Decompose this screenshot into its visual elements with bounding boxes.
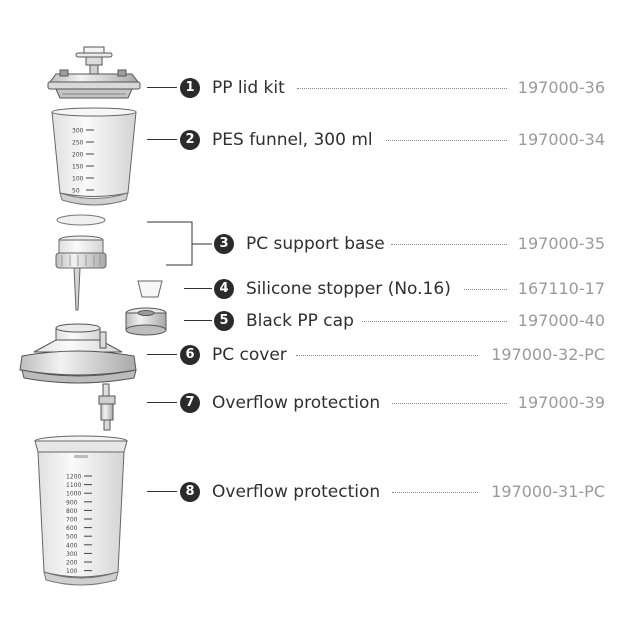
part-number-badge: 2 [180, 130, 200, 150]
part-number-badge: 4 [214, 279, 234, 299]
dotted-leader [362, 321, 507, 322]
dotted-leader [297, 88, 507, 89]
scale-label: 600 [66, 525, 78, 532]
scale-label: 150 [72, 164, 84, 171]
part-code: 167110-17 [517, 279, 605, 298]
dotted-leader [386, 140, 507, 141]
scale-label: 400 [66, 542, 78, 549]
part-number-badge: 3 [214, 234, 234, 254]
part-number-badge: 8 [180, 482, 200, 502]
leader-line [147, 402, 177, 403]
leader-line [147, 139, 177, 140]
silicone-stopper-drawing [137, 280, 163, 298]
scale-label: 1100 [66, 482, 81, 489]
pes-funnel-drawing: 300 250 200 150 100 50 [51, 107, 137, 206]
overflow-valve-drawing [98, 383, 116, 431]
scale-label: 1000 [66, 491, 81, 498]
pp-lid-kit-drawing [47, 46, 141, 99]
part-code: 197000-39 [517, 393, 605, 412]
part-code: 197000-40 [517, 311, 605, 330]
part-name: PC support base [246, 234, 385, 254]
part-row: 5 Black PP cap 197000-40 [0, 308, 621, 334]
support-base-bracket [147, 221, 212, 266]
scale-label: 250 [72, 140, 84, 147]
scale-label: 200 [66, 560, 78, 567]
dotted-leader [392, 492, 478, 493]
part-name: Silicone stopper (No.16) [246, 279, 451, 299]
scale-label: 100 [66, 568, 78, 575]
dotted-leader [464, 289, 507, 290]
pc-cover-drawing [19, 323, 137, 384]
part-number-badge: 7 [180, 393, 200, 413]
scale-label: 300 [72, 128, 84, 135]
scale-label: 500 [66, 534, 78, 541]
part-name: Overflow protection [212, 393, 381, 413]
scale-label: 1200 [66, 474, 81, 481]
scale-label: 300 [66, 551, 78, 558]
part-row: 4 Silicone stopper (No.16) 167110-17 [0, 276, 621, 302]
black-pp-cap-drawing [125, 307, 167, 336]
funnel-scale: 300 250 200 150 100 50 [72, 128, 94, 195]
part-name: PES funnel, 300 ml [212, 130, 373, 150]
part-row: 1 PP lid kit 197000-36 [0, 75, 621, 101]
part-name: PC cover [212, 345, 287, 365]
part-row: 6 PC cover 197000-32-PC [0, 342, 621, 368]
part-number-badge: 1 [180, 78, 200, 98]
scale-label: 50 [72, 188, 80, 195]
leader-line [147, 491, 177, 492]
filter-membrane-drawing [56, 214, 106, 226]
part-code: 197000-31-PC [491, 482, 605, 501]
part-name: PP lid kit [212, 78, 285, 98]
part-row: 8 Overflow protection 197000-31-PC [0, 479, 621, 505]
dotted-leader [392, 403, 507, 404]
part-code: 197000-34 [517, 130, 605, 149]
part-number-badge: 5 [214, 311, 234, 331]
scale-label: 800 [66, 508, 78, 515]
part-code: 197000-36 [517, 78, 605, 97]
part-row: 7 Overflow protection 197000-39 [0, 390, 621, 416]
scale-label: 700 [66, 517, 78, 524]
scale-label: 200 [72, 152, 84, 159]
part-code: 197000-35 [517, 234, 605, 253]
leader-line [184, 288, 212, 289]
leader-line [147, 87, 177, 88]
leader-line [184, 320, 212, 321]
part-number-badge: 6 [180, 345, 200, 365]
scale-label: 100 [72, 176, 84, 183]
dotted-leader [391, 244, 507, 245]
part-row: 3 PC support base 197000-35 [0, 231, 621, 257]
leader-line [147, 354, 177, 355]
dotted-leader [296, 355, 478, 356]
part-name: Overflow protection [212, 482, 381, 502]
part-code: 197000-32-PC [491, 345, 605, 364]
scale-label: 900 [66, 499, 78, 506]
pc-support-base-drawing [55, 235, 107, 311]
part-row: 2 PES funnel, 300 ml 197000-34 [0, 127, 621, 153]
part-name: Black PP cap [246, 311, 354, 331]
